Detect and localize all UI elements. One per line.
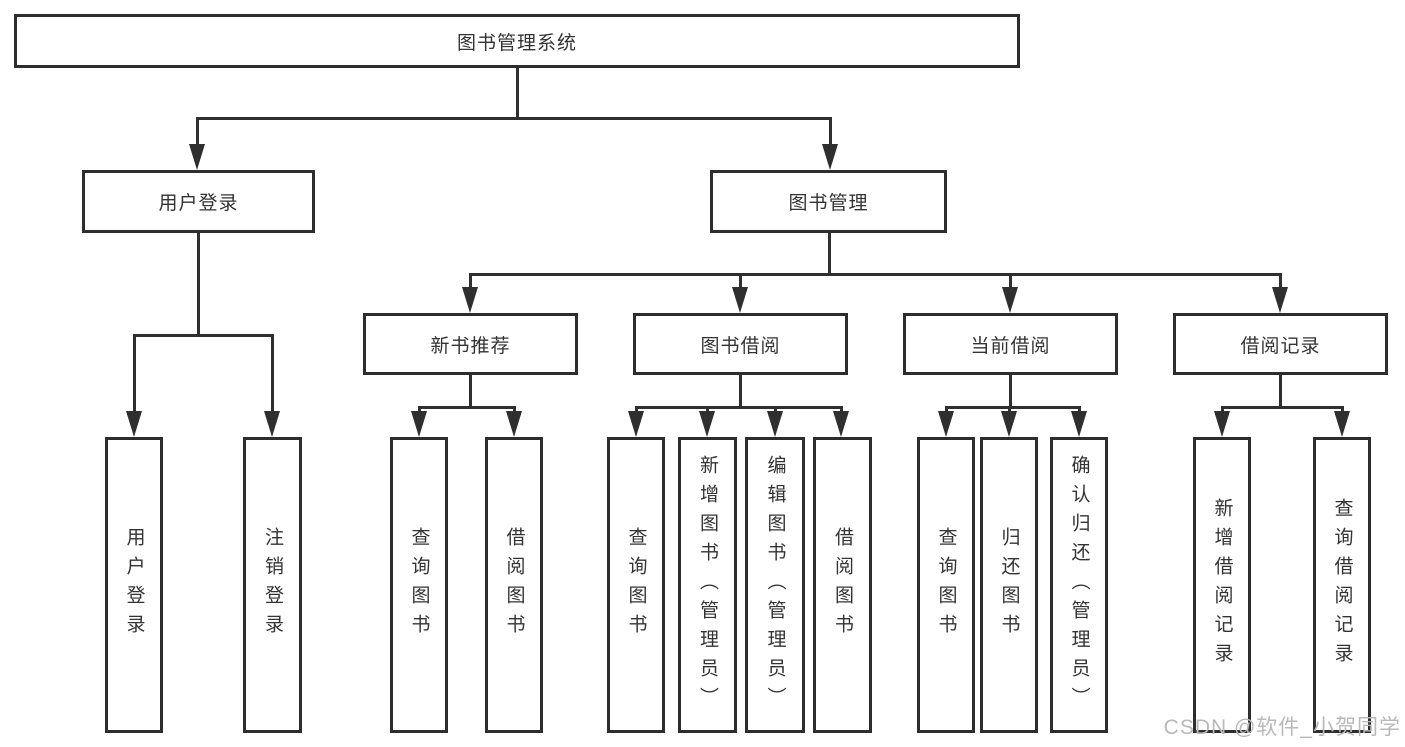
- arrowhead: [1002, 287, 1018, 313]
- connector-line: [739, 375, 742, 408]
- connector-line: [774, 406, 777, 414]
- connector-line: [1279, 273, 1282, 291]
- leaf-logout: 注销登录: [243, 437, 302, 733]
- leaf-user-login: 用户登录: [105, 437, 163, 733]
- leaf-label: 新增借阅记录: [1211, 498, 1233, 672]
- node-label: 图书管理系统: [456, 32, 577, 54]
- connector-line: [829, 117, 832, 147]
- connector-line: [513, 406, 516, 414]
- connector-line: [1279, 375, 1282, 408]
- node-library-management-system: 图书管理系统: [14, 14, 1020, 68]
- connector-line: [945, 406, 1081, 409]
- connector-line: [635, 406, 638, 414]
- connector-line: [1009, 273, 1012, 291]
- leaf-query-books-current: 查询图书: [917, 437, 975, 733]
- watermark-text: CSDN @软件_小贺同学: [1163, 716, 1401, 739]
- connector-line: [945, 406, 948, 414]
- connector-line: [1009, 375, 1012, 408]
- connector-line: [1221, 406, 1344, 409]
- arrowhead: [833, 411, 849, 437]
- leaf-label: 查询借阅记录: [1331, 498, 1353, 672]
- arrowhead: [699, 411, 715, 437]
- connector-line: [196, 117, 832, 120]
- connector-line: [469, 273, 1281, 276]
- leaf-borrow-books-recommend: 借阅图书: [485, 437, 543, 733]
- connector-line: [418, 406, 516, 409]
- arrowhead: [1071, 411, 1087, 437]
- node-book-management: 图书管理: [710, 170, 947, 233]
- leaf-add-book-admin: 新增图书（管理员）: [678, 437, 737, 733]
- node-label: 用户登录: [158, 193, 239, 214]
- connector-line: [1008, 406, 1011, 414]
- connector-line: [516, 67, 519, 119]
- leaf-label: 查询图书: [408, 527, 430, 643]
- connector-line: [469, 273, 472, 291]
- connector-line: [1341, 406, 1344, 414]
- connector-line: [418, 406, 421, 414]
- connector-line: [196, 117, 199, 147]
- arrowhead: [264, 411, 280, 437]
- connector-line: [1078, 406, 1081, 414]
- leaf-confirm-return-admin: 确认归还（管理员）: [1050, 437, 1108, 733]
- node-borrow-records: 借阅记录: [1173, 313, 1388, 375]
- node-label: 当前借阅: [970, 335, 1051, 357]
- connector-line: [271, 334, 274, 414]
- leaf-label: 确认归还（管理员）: [1068, 454, 1090, 716]
- connector-line: [706, 406, 709, 414]
- arrowhead: [189, 144, 205, 170]
- arrowhead: [822, 144, 838, 170]
- leaf-label: 查询图书: [935, 527, 957, 643]
- leaf-label: 用户登录: [123, 527, 145, 643]
- node-user-login: 用户登录: [82, 170, 315, 233]
- leaf-query-books-borrow: 查询图书: [607, 437, 665, 733]
- node-new-book-recommend: 新书推荐: [363, 313, 578, 375]
- leaf-label: 归还图书: [998, 527, 1020, 643]
- leaf-borrow-books-borrow: 借阅图书: [813, 437, 872, 733]
- leaf-label: 借阅图书: [832, 527, 853, 643]
- node-label: 图书借阅: [700, 335, 781, 357]
- leaf-add-borrow-record: 新增借阅记录: [1193, 437, 1251, 733]
- connector-line: [133, 334, 136, 414]
- arrowhead: [938, 411, 954, 437]
- arrowhead: [1001, 411, 1017, 437]
- node-current-borrowing: 当前借阅: [903, 313, 1118, 375]
- connector-line: [197, 233, 200, 336]
- node-label: 图书管理: [788, 193, 869, 214]
- connector-line: [739, 273, 742, 291]
- connector-line: [828, 233, 831, 275]
- arrowhead: [628, 411, 644, 437]
- leaf-edit-book-admin: 编辑图书（管理员）: [745, 437, 805, 733]
- leaf-label: 注销登录: [262, 527, 283, 643]
- leaf-label: 编辑图书（管理员）: [764, 454, 786, 716]
- leaf-label: 查询图书: [625, 527, 647, 643]
- arrowhead: [767, 411, 783, 437]
- leaf-query-borrow-record: 查询借阅记录: [1313, 437, 1371, 733]
- arrowhead: [1272, 287, 1288, 313]
- leaf-label: 借阅图书: [503, 527, 525, 643]
- leaf-return-book: 归还图书: [980, 437, 1038, 733]
- node-label: 借阅记录: [1240, 335, 1321, 357]
- node-label: 新书推荐: [430, 335, 511, 357]
- connector-line: [133, 334, 274, 337]
- connector-line: [635, 406, 843, 409]
- arrowhead: [462, 287, 478, 313]
- leaf-label: 新增图书（管理员）: [697, 454, 718, 716]
- leaf-query-books-recommend: 查询图书: [390, 437, 448, 733]
- arrowhead: [1214, 411, 1230, 437]
- arrowhead: [506, 411, 522, 437]
- connector-line: [469, 375, 472, 408]
- arrowhead: [411, 411, 427, 437]
- node-book-borrowing: 图书借阅: [633, 313, 848, 375]
- connector-line: [1221, 406, 1224, 414]
- arrowhead: [732, 287, 748, 313]
- connector-line: [840, 406, 843, 414]
- arrowhead: [1334, 411, 1350, 437]
- arrowhead: [126, 411, 142, 437]
